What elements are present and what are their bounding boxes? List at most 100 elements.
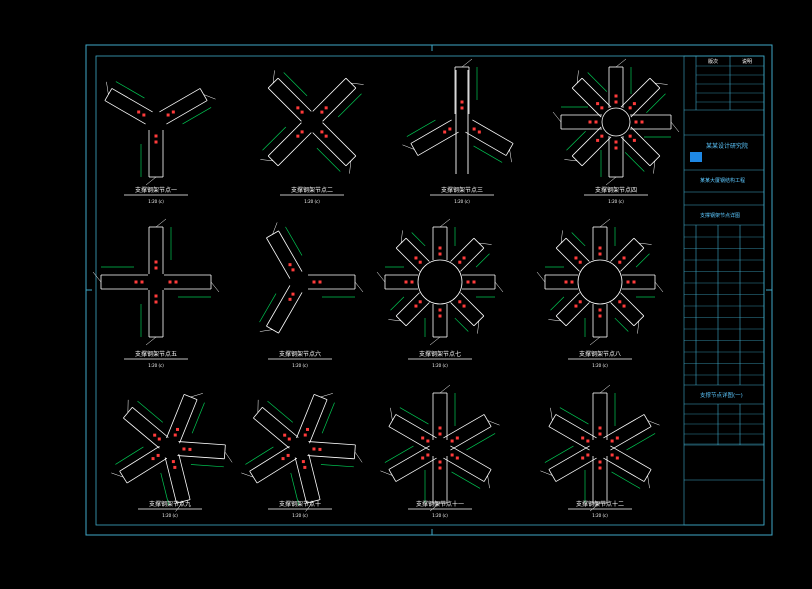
- inner-border: [95, 55, 765, 526]
- bolt-mark: [438, 426, 442, 430]
- bolt-mark: [404, 280, 408, 284]
- bolt-mark: [300, 110, 304, 114]
- member-edge: [312, 132, 347, 167]
- bolt-mark: [614, 146, 618, 150]
- member-edge: [460, 292, 485, 317]
- member-edge: [309, 399, 328, 444]
- bolt-mark: [174, 280, 178, 284]
- leader-line: [272, 222, 278, 235]
- title-block-rows: [684, 65, 764, 445]
- leader-line: [439, 384, 451, 394]
- member-edge: [417, 131, 459, 156]
- member-edge: [296, 394, 315, 439]
- leader-line: [605, 176, 617, 186]
- leader-line: [259, 329, 273, 332]
- member-edge: [581, 77, 612, 108]
- dimension-line: [451, 471, 481, 489]
- member-edge: [620, 292, 645, 317]
- leader-line: [647, 420, 660, 426]
- member-edge: [443, 457, 485, 482]
- detail-title: 支撑钢架节点七: [419, 350, 461, 358]
- bolt-mark: [460, 100, 464, 104]
- member-edge: [166, 394, 185, 439]
- bolt-mark: [188, 447, 192, 451]
- bolt-mark: [320, 110, 324, 114]
- member-edge: [312, 77, 347, 112]
- dimension-line: [559, 407, 589, 425]
- member-edge: [548, 445, 590, 470]
- bolt-mark: [600, 134, 604, 138]
- member-edge: [308, 441, 356, 446]
- bolt-mark: [291, 292, 295, 296]
- leader-line: [400, 230, 403, 244]
- bolt-mark: [312, 280, 316, 284]
- bolt-mark: [182, 447, 186, 451]
- bolt-mark: [600, 106, 604, 110]
- member-edge: [395, 457, 437, 482]
- bolt-mark: [438, 246, 442, 250]
- member-edge: [581, 136, 612, 167]
- bolt-mark: [410, 280, 414, 284]
- detail-subtitle: 1:20 (c): [608, 199, 624, 204]
- bolt-mark: [156, 453, 160, 457]
- leader-line: [477, 320, 480, 334]
- leader-line: [653, 160, 656, 174]
- member-edge: [104, 100, 146, 125]
- bolt-mark: [324, 134, 328, 138]
- leader-line: [145, 336, 157, 346]
- member-edge: [555, 457, 597, 482]
- member-edge: [159, 88, 201, 113]
- detail-subtitle: 1:20 (c): [432, 363, 448, 368]
- member-end: [123, 407, 133, 419]
- leader-line: [429, 502, 441, 512]
- bolt-mark: [438, 314, 442, 318]
- dimension-line: [262, 126, 287, 151]
- bolt-mark: [574, 304, 578, 308]
- member-edge: [322, 87, 357, 122]
- member-edge: [555, 292, 580, 317]
- bolt-mark: [140, 280, 144, 284]
- leader-line: [654, 281, 664, 293]
- bolt-mark: [154, 294, 158, 298]
- dimension-line: [321, 402, 335, 434]
- bolt-mark: [443, 130, 447, 134]
- leader-line: [478, 242, 492, 245]
- bolt-mark: [286, 453, 290, 457]
- bolt-mark: [318, 280, 322, 284]
- member-edge: [253, 417, 290, 449]
- leader-line: [564, 159, 578, 162]
- bolt-mark: [438, 308, 442, 312]
- leader-line: [145, 176, 157, 186]
- member-edge: [256, 457, 298, 484]
- bolt-mark: [610, 439, 614, 443]
- leader-line: [203, 94, 216, 100]
- leader-line: [354, 281, 364, 293]
- member-edge: [395, 414, 437, 439]
- bolt-mark: [628, 134, 632, 138]
- member-edge: [472, 119, 514, 144]
- bolt-mark: [614, 100, 618, 104]
- leader-line: [654, 82, 668, 85]
- leader-line: [92, 271, 102, 283]
- leader-line: [155, 218, 167, 228]
- leader-line: [175, 501, 184, 512]
- title-block: [683, 55, 765, 526]
- bolt-mark: [303, 433, 307, 437]
- member-edge: [177, 455, 225, 460]
- bolt-mark: [421, 436, 425, 440]
- bolt-mark: [137, 110, 141, 114]
- bolt-mark: [154, 266, 158, 270]
- member-edge: [548, 426, 590, 451]
- leader-line: [111, 472, 124, 478]
- bolt-mark: [618, 300, 622, 304]
- leader-line: [589, 336, 601, 346]
- bolt-mark: [462, 256, 466, 260]
- leader-line: [647, 475, 650, 489]
- member-edge: [178, 441, 226, 446]
- bolt-mark: [296, 106, 300, 110]
- bolt-mark: [581, 436, 585, 440]
- detail-title: 支撑钢架节点五: [135, 350, 177, 358]
- detail-title: 支撑钢架节点二: [291, 186, 333, 194]
